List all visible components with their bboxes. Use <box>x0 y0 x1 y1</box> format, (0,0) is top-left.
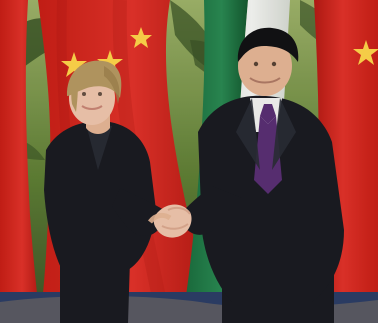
person-left-head <box>66 60 122 125</box>
flag-star-icon <box>61 27 152 77</box>
flag-star-icon <box>353 40 378 65</box>
person-right-head <box>237 27 299 96</box>
handshake-icon <box>148 204 192 238</box>
tie <box>254 104 282 194</box>
person-right <box>178 27 344 323</box>
flag-left-edge <box>0 0 40 323</box>
